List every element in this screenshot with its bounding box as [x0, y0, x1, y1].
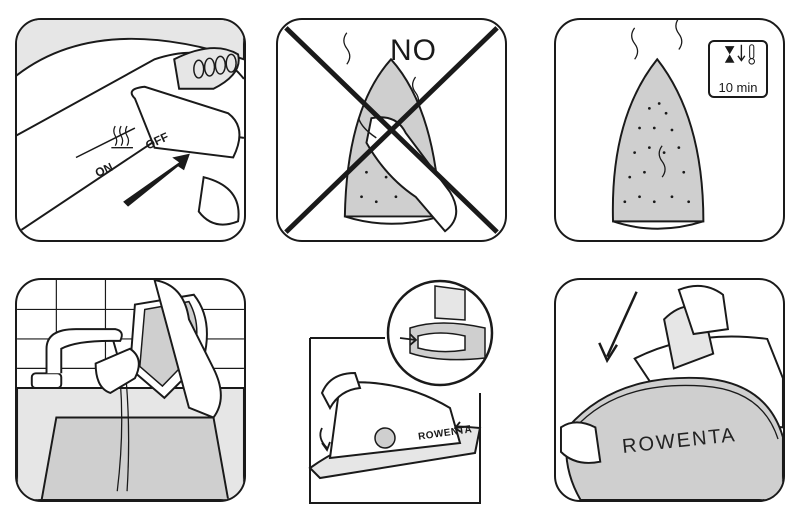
iron-handle-illustration: [17, 20, 244, 235]
hot-soleplate-illustration: [284, 26, 499, 234]
no-label: NO: [390, 34, 437, 67]
storage-cover-illustration: [559, 284, 783, 500]
panel-storage: ROWENTA: [554, 278, 785, 502]
cooling-soleplate-illustration: [611, 20, 705, 230]
thermometer-icon: [748, 44, 755, 65]
panel-fill-water: [15, 278, 246, 502]
panel-cool-down: 10 min: [554, 18, 785, 242]
timer-label: 10 min: [718, 80, 758, 95]
filling-at-tap-illustration: [17, 280, 244, 500]
steam-icon: [111, 125, 133, 149]
reservoir-illustration: [308, 279, 494, 504]
panel-reservoir: ROWENTA: [300, 278, 500, 508]
hourglass-icon: [724, 46, 735, 63]
panel-switch-off: ON OFF: [15, 18, 246, 242]
cooldown-timer-badge: 10 min: [708, 40, 768, 98]
panel-no-touch: NO: [276, 18, 507, 242]
down-arrow-icon: [737, 44, 746, 62]
